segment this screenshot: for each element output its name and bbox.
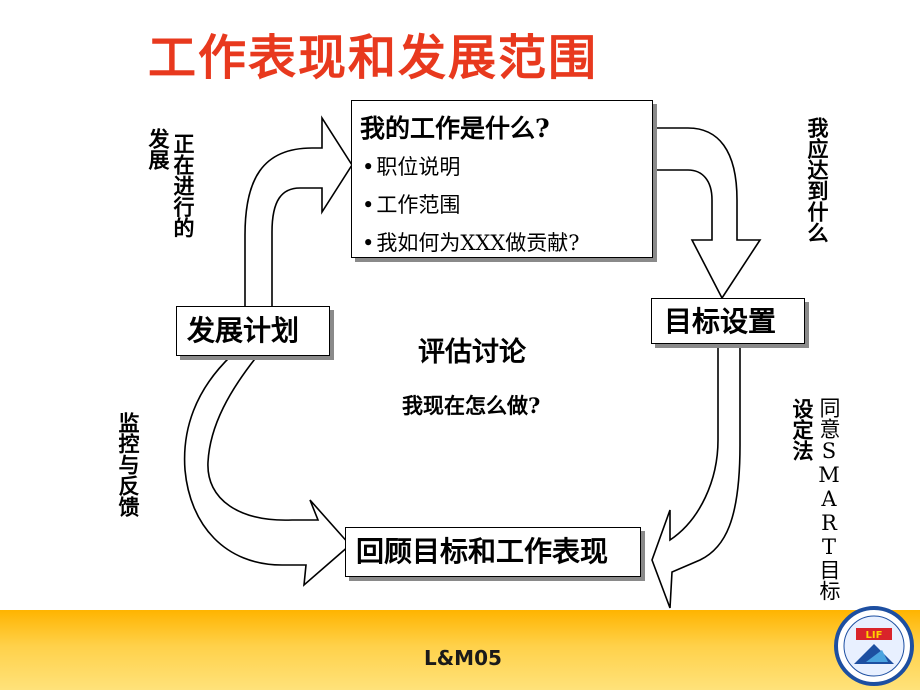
job-info-item: •职位说明 (362, 151, 652, 181)
smart-goal-label: 同意SMART目标 (817, 397, 841, 601)
goal-setting-box: 目标设置 (651, 298, 805, 344)
goal-setting-label: 目标设置 (664, 305, 777, 338)
bullet-icon: • (362, 155, 375, 179)
development-plan-box: 发展计划 (176, 306, 330, 356)
university-logo: LIF (834, 606, 914, 686)
job-info-item-text: 职位说明 (376, 155, 461, 179)
review-box: 回顾目标和工作表现 (345, 527, 641, 577)
arrow-plan-to-job (244, 115, 353, 309)
slide-title: 工作表现和发展范围 (148, 30, 599, 86)
job-info-item: •我如何为XXX做贡献? (362, 227, 652, 257)
arrow-job-to-goal (652, 127, 762, 300)
footer-band (0, 610, 920, 690)
job-info-title: 我的工作是什么? (360, 114, 550, 143)
job-info-item: •工作范围 (362, 189, 652, 219)
assessment-subtitle: 我现在怎么做? (402, 393, 541, 418)
target-question-label: 我应达到什么 (805, 117, 830, 243)
arrow-plan-to-review (183, 354, 352, 587)
job-info-box: 我的工作是什么? •职位说明 •工作范围 •我如何为XXX做贡献? (351, 100, 653, 258)
ongoing-development-label: 发展 (146, 128, 171, 170)
smart-goal-label: 设定法 (790, 398, 815, 461)
development-plan-label: 发展计划 (187, 314, 300, 347)
review-label: 回顾目标和工作表现 (356, 535, 609, 568)
job-info-item-text: 我如何为XXX做贡献? (376, 231, 580, 255)
arrow-goal-to-review (651, 344, 741, 609)
job-info-item-text: 工作范围 (376, 193, 461, 217)
bullet-icon: • (362, 231, 375, 255)
logo-banner (856, 628, 892, 640)
footer-code: L&M05 (424, 646, 502, 670)
logo-text: LIF (866, 630, 883, 641)
assessment-title: 评估讨论 (418, 337, 526, 368)
bullet-icon: • (362, 193, 375, 217)
monitor-feedback-label: 监控与反馈 (116, 412, 141, 517)
ongoing-development-label: 正在进行的 (171, 133, 196, 238)
